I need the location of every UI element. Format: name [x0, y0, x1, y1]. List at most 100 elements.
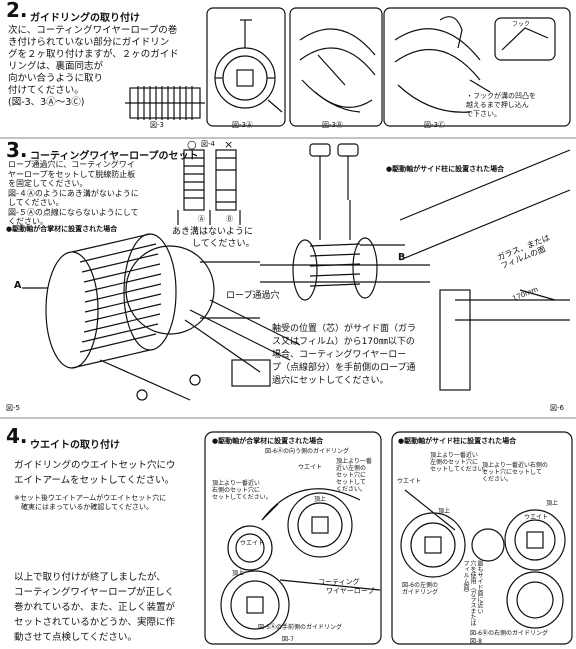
fig7-callout-right: 頂上より一番 近い左側の セット穴に セットして ください。	[336, 458, 372, 493]
section4-note-line: ※セット後ウエイトアームがウエイトセット穴に	[14, 494, 167, 502]
fig7-rings	[220, 488, 381, 640]
fig4-sub-b: Ⓑ	[226, 215, 233, 223]
fig7-callout-right-line: 頂上より一番	[336, 458, 372, 465]
hook-note: ・フックが溝の凹凸を 越えるまで押し込ん で下さい。	[466, 92, 536, 119]
fig8-callout-right-line: ください。	[482, 476, 513, 483]
section4-note-line: 確実にはまっているか確認してください。	[14, 503, 153, 511]
fig7-callout-right-line: ください。	[336, 486, 367, 493]
fig3c-ring	[394, 16, 556, 113]
fig7-label: 図-7	[282, 636, 294, 643]
fig7-weight-label-lower: ウエイト	[240, 540, 265, 547]
section2-body-line: き付けられていない部分にガイドリン	[8, 37, 170, 48]
fig8-callout-left: 頂上より一番近い 左側のセット穴に セットしてください。	[430, 452, 490, 473]
fig7-rope-label-line: コーティング	[318, 578, 360, 586]
section4-title: ウエイトの取り付け	[30, 440, 120, 451]
fig3b-frame	[289, 7, 383, 127]
fig8-top-label: 頂上	[438, 508, 451, 515]
fig7-callout-left-line: セットしてください。	[212, 494, 272, 501]
section3-body-line: 図-４Ⓐのようにあき溝がないように	[8, 188, 139, 198]
fig8-callout-right-line: セット穴にセットして	[482, 469, 542, 476]
section3-note-line: 場合、コーティングワイヤーロー	[272, 350, 407, 360]
fig8-frame	[391, 431, 573, 645]
section2-body: 次に、コーティングワイヤーロープの巻 き付けられていない部分にガイドリン グを２…	[8, 25, 179, 109]
section3-number: 3.	[6, 138, 28, 162]
section2-body-line: リングは、裏面同志が	[8, 61, 104, 72]
section4-note: ※セット後ウエイトアームがウエイトセット穴に 確実にはまっているか確認してくださ…	[14, 494, 166, 512]
arrow-a-label: A	[14, 280, 22, 291]
fig7-caption: 図-5Ⓐの手前側のガイドリング	[258, 624, 342, 631]
fig4-drawing	[177, 149, 241, 225]
closing-text: 以上で取り付けが終了しましたが、 コーティングワイヤーロープが正しく 巻かれてい…	[14, 570, 175, 645]
fig7-rope-label: コーティング ワイヤーロープ	[318, 578, 374, 596]
fig3-coil-drawing	[125, 86, 205, 120]
fig3c-frame	[383, 7, 571, 127]
hook-note-line: で下さい。	[466, 110, 501, 118]
section3-note-line: 過穴にセットしてください。	[272, 376, 389, 386]
fig7-callout-left-line: 右側のセット穴に	[212, 487, 261, 494]
fig3a-ring	[214, 19, 283, 113]
closing-line: 動させて点検してください。	[14, 632, 137, 643]
case-a-heading: ●駆動軸が合掌材に設置された場合	[6, 225, 118, 233]
fig4-sub-a: Ⓐ	[198, 215, 205, 223]
section3-note: 軸受の位置（芯）がサイド面（ガラ ス又はフィルム）から170㎜以下の 場合、コー…	[272, 323, 416, 388]
fig3-label: 図-3	[150, 121, 164, 129]
fig8-callout-left-line: 左側のセット穴に	[430, 459, 479, 466]
fig7-callout-left-line: 頂上より一番近い	[212, 480, 260, 487]
fig8-caption: 図-6Ⓑの右側のガイドリング	[470, 630, 548, 637]
fig8-weight-label-right: ウエイト	[524, 514, 549, 521]
fig8-vertical-note-line: 最もサイド面に近い	[476, 560, 483, 614]
section2-body-line: (図-3、3Ⓐ〜3Ⓒ)	[8, 97, 85, 108]
fig8-left-caption-line: 図-6の左側の	[402, 582, 438, 589]
arrow-b-label: B	[398, 252, 406, 263]
hook-note-line: 越えるまで押し込ん	[466, 101, 529, 109]
section3-note-line: ス又はフィルム）から170㎜以下の	[272, 337, 415, 347]
fig3b-ring	[299, 28, 376, 113]
fig7-callout-left: 頂上より一番近い 右側のセット穴に セットしてください。	[212, 480, 272, 501]
fig8-vertical-note: 最もサイド面に近い 穴を使用（ガラスまたは フィルム面）	[462, 560, 483, 626]
closing-line: コーティングワイヤーロープが正しく	[14, 587, 175, 598]
closing-line: 以上で取り付けが終了しましたが、	[14, 572, 166, 583]
fig8-vertical-note-line: 穴を使用（ガラスまたは	[469, 560, 476, 626]
fig6-drum	[260, 143, 571, 391]
section4-number: 4.	[6, 424, 28, 448]
gap-note-line: してください。	[192, 239, 255, 249]
fig8-top-label-right: 頂上	[546, 500, 559, 507]
section3-body-line: ヤーロープをセットして脱線防止板	[8, 169, 136, 179]
fig7-callout-right-line: 近い左側の	[336, 465, 367, 472]
fig3a-frame	[206, 7, 286, 127]
fig8-callout-right-line: 頂上より一番近い右側の	[482, 462, 548, 469]
fig7-top-label-lower: 頂上	[232, 570, 245, 577]
fig8-case-heading: ●駆動軸がサイド柱に設置された場合	[398, 437, 517, 445]
fig3c-label: 図-3Ⓒ	[424, 121, 445, 129]
fig8-vertical-note-line: フィルム面）	[462, 560, 469, 596]
gap-note: あき溝はないように してください。	[172, 226, 254, 250]
gap-note-line: あき溝はないように	[172, 227, 253, 237]
fig5-drum	[22, 233, 301, 401]
section4-body-line: ガイドリングのウエイトセット穴にウ	[14, 460, 176, 471]
fig8-left-caption-line: ガイドリング	[402, 589, 439, 596]
fig3a-label: 図-3Ⓐ	[232, 121, 253, 129]
fig7-rope-label-line: ワイヤーロープ	[326, 587, 375, 595]
section2-title: ガイドリングの取り付け	[30, 13, 140, 24]
section2-number: 2.	[6, 0, 28, 22]
section3-body-line: を固定してください。	[8, 179, 88, 188]
section3-title: コーティングワイヤーロープのセット	[30, 151, 199, 162]
section2-body-line: グを２ヶ取り付けますが、２ヶのガイド	[8, 49, 179, 60]
fig4-label: 図-4	[201, 140, 215, 148]
fig7-top-label: 頂上	[314, 496, 327, 503]
section3-body-line: ロープ通過穴に、コーティングワイ	[8, 160, 135, 169]
fig4-ng-mark: ×	[224, 138, 234, 151]
section2-body-line: 付けてください。	[8, 85, 84, 96]
section2-body-line: 次に、コーティングワイヤーロープの巻	[8, 25, 178, 36]
section3-note-line: プ（点線部分）を手前側のロープ通	[272, 363, 416, 373]
section2-body-line: 向かい合うように取り	[8, 73, 104, 84]
fig8-label: 図-8	[470, 638, 482, 645]
fig8-callout-left-line: セットしてください。	[430, 466, 490, 473]
fig5-label: 図-5	[6, 404, 20, 412]
fig6-label: 図-6	[550, 404, 564, 412]
fig8-rings	[400, 489, 566, 629]
fig3b-label: 図-3Ⓑ	[322, 121, 343, 129]
section3-body-line: ください。	[8, 217, 48, 226]
fig7-case-heading: ●駆動軸が合掌材に設置された場合	[212, 437, 324, 445]
